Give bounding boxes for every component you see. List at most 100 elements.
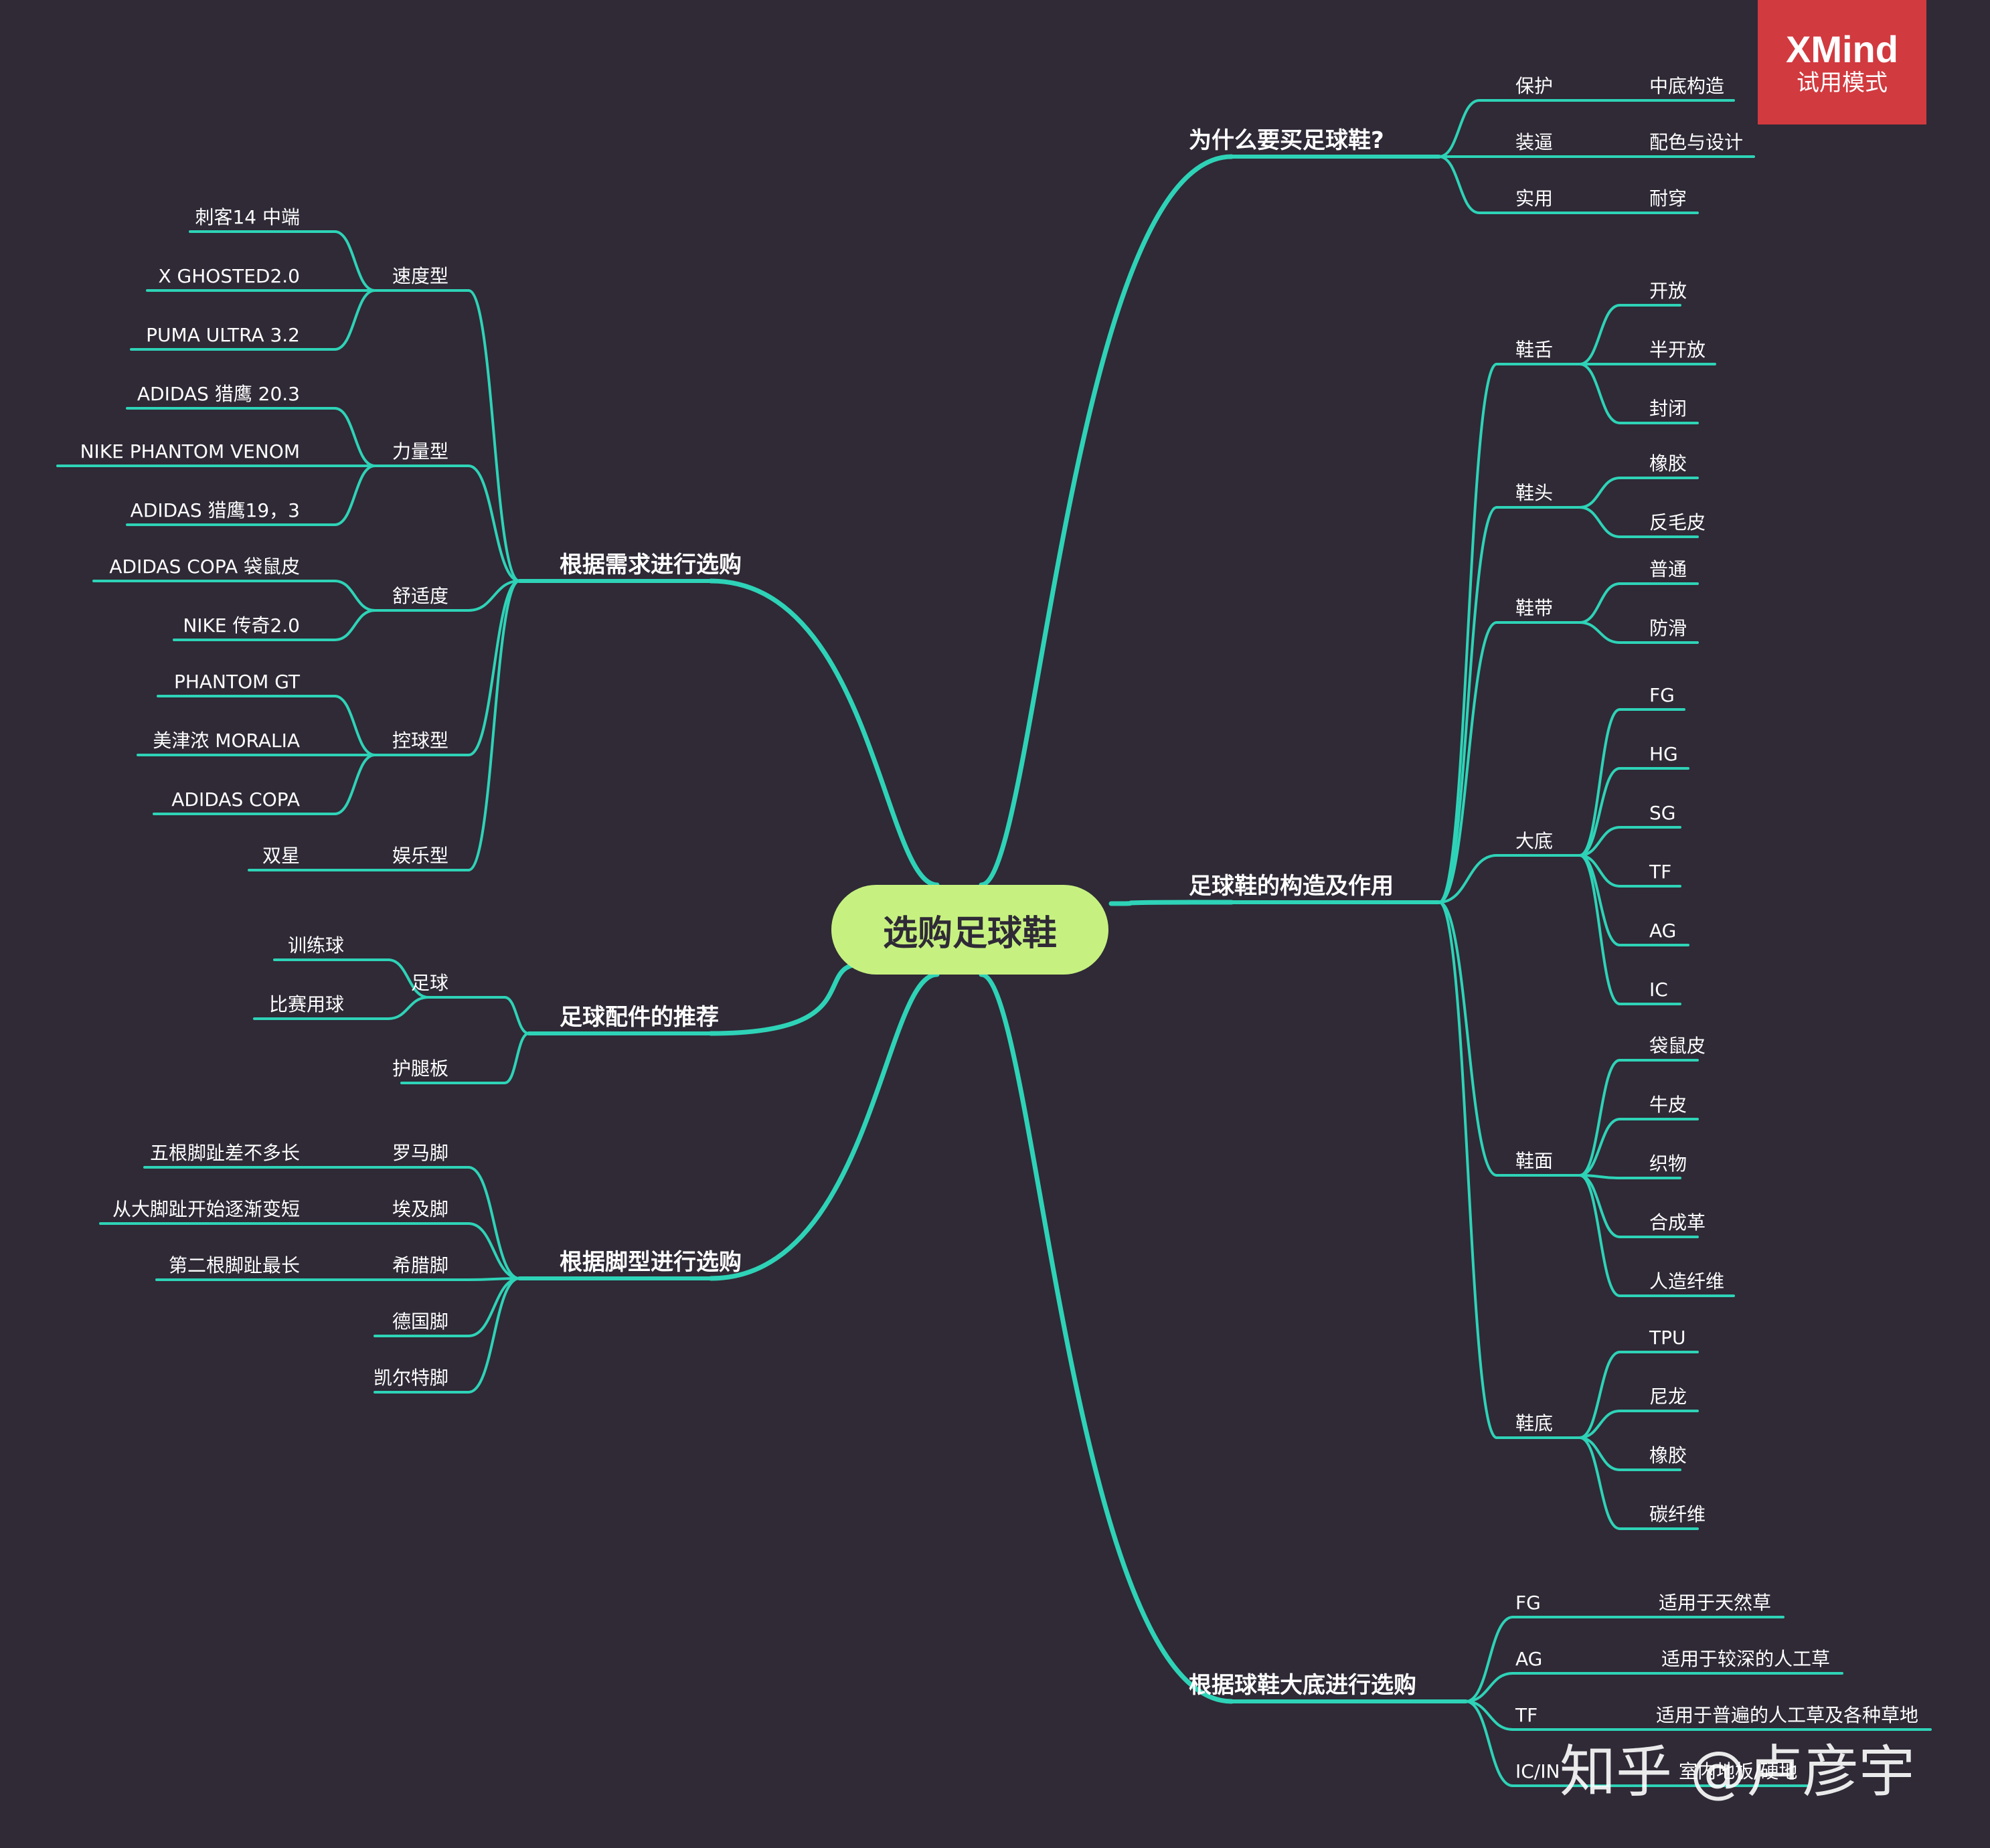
- branch-1-topic-1-leaf-1[interactable]: 反毛皮: [1649, 511, 1706, 533]
- branch-0-topic-0-leaf-0[interactable]: 中底构造: [1649, 75, 1725, 97]
- branch-1-topic-4-leaf-0[interactable]: 袋鼠皮: [1649, 1035, 1706, 1057]
- branch-2-topic-1[interactable]: AG: [1515, 1648, 1543, 1670]
- branch-3-topic-1-leaf-0[interactable]: ADIDAS 猎鹰 20.3: [137, 383, 300, 405]
- branch-1-topic-4-leaf-4[interactable]: 人造纤维: [1649, 1270, 1725, 1292]
- connector: [1438, 363, 1498, 904]
- connector: [333, 230, 376, 292]
- branch-4[interactable]: 足球配件的推荐: [560, 1004, 719, 1031]
- branch-1-topic-0-leaf-1[interactable]: 半开放: [1649, 339, 1706, 361]
- connector: [979, 972, 1234, 1704]
- branch-1-topic-3-leaf-1[interactable]: HG: [1649, 743, 1678, 765]
- branch-3-topic-2[interactable]: 舒适度: [392, 585, 448, 607]
- branch-2-topic-2[interactable]: TF: [1515, 1704, 1538, 1726]
- branch-1-topic-3-leaf-0[interactable]: FG: [1649, 684, 1675, 706]
- branch-1-topic-3-leaf-2[interactable]: SG: [1649, 802, 1676, 824]
- branch-4-topic-0[interactable]: 足球: [410, 972, 448, 994]
- branch-1-topic-4-leaf-2[interactable]: 织物: [1649, 1153, 1687, 1175]
- branch-1-topic-5-leaf-0[interactable]: TPU: [1649, 1327, 1686, 1349]
- branch-3-topic-2-leaf-0[interactable]: ADIDAS COPA 袋鼠皮: [109, 556, 300, 578]
- branch-1-topic-3-leaf-5[interactable]: IC: [1649, 979, 1668, 1001]
- branch-3-topic-0[interactable]: 速度型: [392, 265, 448, 287]
- branch-4-topic-0-leaf-1[interactable]: 比赛用球: [268, 993, 344, 1015]
- connector: [1578, 506, 1621, 538]
- branch-2-topic-1-leaf-0[interactable]: 适用于较深的人工草: [1661, 1648, 1831, 1670]
- connector: [708, 972, 940, 1281]
- branch-4-topic-0-leaf-0[interactable]: 训练球: [287, 934, 344, 956]
- badge-subtitle: 试用模式: [1797, 70, 1888, 96]
- branch-0-topic-2[interactable]: 实用: [1515, 187, 1554, 209]
- branch-1[interactable]: 足球鞋的构造及作用: [1189, 873, 1394, 900]
- branch-3-topic-0-leaf-2[interactable]: PUMA ULTRA 3.2: [146, 324, 300, 346]
- branch-1-topic-0-leaf-2[interactable]: 封闭: [1649, 398, 1687, 420]
- branch-2-topic-2-leaf-0[interactable]: 适用于普遍的人工草及各种草地: [1656, 1704, 1919, 1726]
- connector: [1578, 1174, 1621, 1297]
- branch-3-topic-4[interactable]: 娱乐型: [392, 845, 448, 867]
- branch-0-topic-1[interactable]: 装逼: [1515, 131, 1554, 153]
- branch-3-topic-2-leaf-1[interactable]: NIKE 传奇2.0: [183, 614, 300, 637]
- branch-1-topic-3-leaf-4[interactable]: AG: [1649, 920, 1677, 942]
- branch-1-topic-4[interactable]: 鞋面: [1515, 1150, 1554, 1172]
- connector: [1438, 901, 1498, 1177]
- connector: [1438, 99, 1481, 158]
- branch-1-topic-1[interactable]: 鞋头: [1515, 482, 1554, 504]
- branch-5[interactable]: 根据脚型进行选购: [560, 1249, 742, 1276]
- connector: [333, 465, 376, 526]
- branch-0-topic-0[interactable]: 保护: [1515, 75, 1554, 97]
- connector: [333, 609, 376, 641]
- branch-3-topic-0-leaf-1[interactable]: X GHOSTED2.0: [158, 265, 300, 287]
- branch-3-topic-3-leaf-2[interactable]: ADIDAS COPA: [171, 788, 300, 811]
- connector: [1465, 1700, 1514, 1787]
- connector: [467, 580, 521, 756]
- branch-0[interactable]: 为什么要买足球鞋?: [1189, 127, 1384, 154]
- branch-1-topic-2[interactable]: 鞋带: [1515, 597, 1554, 619]
- branch-0-topic-1-leaf-0[interactable]: 配色与设计: [1649, 131, 1744, 153]
- branch-5-topic-1-leaf-0[interactable]: 从大脚趾开始逐渐变短: [112, 1198, 300, 1220]
- branch-1-topic-5[interactable]: 鞋底: [1515, 1412, 1554, 1434]
- branch-2-topic-3[interactable]: IC/IN: [1515, 1760, 1560, 1782]
- branch-1-topic-5-leaf-3[interactable]: 碳纤维: [1649, 1503, 1706, 1525]
- branch-1-topic-2-leaf-0[interactable]: 普通: [1649, 558, 1687, 580]
- connector: [467, 1277, 521, 1394]
- branch-5-topic-0[interactable]: 罗马脚: [392, 1142, 448, 1164]
- branch-3[interactable]: 根据需求进行选购: [560, 552, 742, 578]
- branch-2-topic-0-leaf-0[interactable]: 适用于天然草: [1659, 1592, 1772, 1614]
- branch-3-topic-4-leaf-0[interactable]: 双星: [262, 845, 300, 867]
- branch-1-topic-4-leaf-3[interactable]: 合成革: [1649, 1211, 1706, 1234]
- branch-3-topic-1-leaf-1[interactable]: NIKE PHANTOM VENOM: [80, 440, 300, 463]
- central-topic[interactable]: 选购足球鞋: [831, 885, 1108, 975]
- branch-5-topic-2[interactable]: 希腊脚: [392, 1254, 448, 1276]
- branch-3-topic-3[interactable]: 控球型: [392, 730, 448, 752]
- xmind-trial-badge[interactable]: XMind 试用模式: [1758, 0, 1926, 124]
- branch-3-topic-1[interactable]: 力量型: [392, 440, 448, 463]
- branch-2[interactable]: 根据球鞋大底进行选购: [1189, 1672, 1416, 1699]
- branch-3-topic-3-leaf-0[interactable]: PHANTOM GT: [173, 671, 300, 693]
- branch-1-topic-5-leaf-1[interactable]: 尼龙: [1649, 1385, 1687, 1408]
- connector: [1578, 1059, 1621, 1177]
- branch-4-topic-1[interactable]: 护腿板: [392, 1058, 448, 1080]
- branch-1-topic-3[interactable]: 大底: [1515, 830, 1554, 852]
- branch-5-topic-3[interactable]: 德国脚: [392, 1311, 448, 1333]
- branch-5-topic-4[interactable]: 凯尔特脚: [373, 1367, 448, 1389]
- connector: [1578, 1436, 1621, 1530]
- branch-3-topic-0-leaf-0[interactable]: 刺客14 中端: [195, 206, 300, 228]
- branch-3-topic-3-leaf-1[interactable]: 美津浓 MORALIA: [153, 730, 300, 752]
- branch-5-topic-0-leaf-0[interactable]: 五根脚趾差不多长: [149, 1142, 300, 1164]
- branch-1-topic-2-leaf-1[interactable]: 防滑: [1649, 617, 1687, 639]
- branch-2-topic-3-leaf-0[interactable]: 室内地板/硬地: [1679, 1760, 1798, 1782]
- badge-title: XMind: [1786, 28, 1898, 70]
- branch-1-topic-5-leaf-2[interactable]: 橡胶: [1649, 1444, 1687, 1466]
- branch-1-topic-4-leaf-1[interactable]: 牛皮: [1649, 1094, 1687, 1116]
- connector: [1578, 1118, 1621, 1177]
- branch-1-topic-0-leaf-0[interactable]: 开放: [1649, 280, 1687, 302]
- branch-3-topic-1-leaf-2[interactable]: ADIDAS 猎鹰19，3: [130, 499, 300, 521]
- branch-1-topic-1-leaf-0[interactable]: 橡胶: [1649, 452, 1687, 475]
- connector: [1438, 854, 1498, 904]
- branch-5-topic-2-leaf-0[interactable]: 第二根脚趾最长: [168, 1254, 300, 1276]
- connector: [1578, 363, 1621, 424]
- branch-0-topic-2-leaf-0[interactable]: 耐穿: [1649, 187, 1687, 209]
- branch-5-topic-1[interactable]: 埃及脚: [392, 1198, 448, 1220]
- branch-1-topic-3-leaf-3[interactable]: TF: [1649, 861, 1672, 883]
- branch-1-topic-0[interactable]: 鞋舌: [1515, 339, 1554, 361]
- connector: [1108, 900, 1234, 906]
- branch-2-topic-0[interactable]: FG: [1515, 1592, 1541, 1614]
